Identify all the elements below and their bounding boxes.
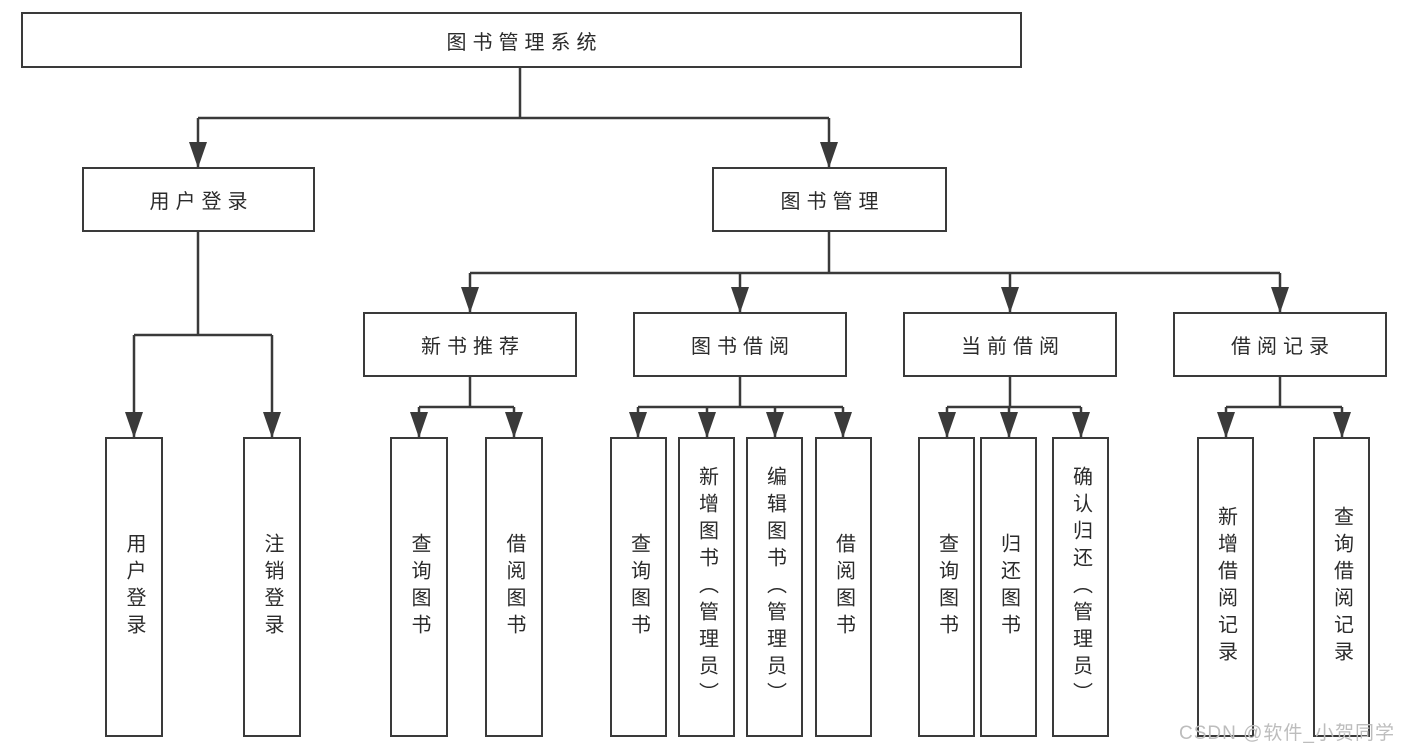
arrowhead-icon: [731, 287, 749, 313]
arrowhead-icon: [834, 412, 852, 438]
connector-borrowing-to-children: [636, 377, 845, 438]
arrowhead-icon: [505, 412, 523, 438]
leaf-user-login: 用户登录: [105, 437, 163, 737]
node-current-borrowing: 当前借阅: [903, 312, 1117, 377]
connector-newbooks-to-children: [417, 377, 516, 438]
leaf-add-borrow-record: 新增借阅记录: [1197, 437, 1254, 737]
arrowhead-icon: [1072, 412, 1090, 438]
connector-userlogin-to-children: [132, 232, 274, 438]
node-root: 图书管理系统: [21, 12, 1022, 68]
arrowhead-icon: [461, 287, 479, 313]
leaf-add-books-admin: 新增图书（管理员）: [678, 437, 735, 737]
leaf-return-books: 归还图书: [980, 437, 1037, 737]
leaf-query-borrow-record: 查询借阅记录: [1313, 437, 1370, 737]
leaf-borrow-books-1: 借阅图书: [485, 437, 543, 737]
connector-current-to-children: [945, 377, 1083, 438]
arrowhead-icon: [1000, 412, 1018, 438]
arrowhead-icon: [410, 412, 428, 438]
node-book-management: 图书管理: [712, 167, 947, 232]
arrowhead-icon: [125, 412, 143, 438]
arrowhead-icon: [1001, 287, 1019, 313]
leaf-query-books-3: 查询图书: [918, 437, 975, 737]
leaf-query-books-2: 查询图书: [610, 437, 667, 737]
leaf-edit-books-admin: 编辑图书（管理员）: [746, 437, 803, 737]
arrowhead-icon: [629, 412, 647, 438]
node-borrowing-records: 借阅记录: [1173, 312, 1387, 377]
arrowhead-icon: [938, 412, 956, 438]
node-user-login: 用户登录: [82, 167, 315, 232]
leaf-query-books-1: 查询图书: [390, 437, 448, 737]
arrowhead-icon: [1271, 287, 1289, 313]
node-new-book-recommend: 新书推荐: [363, 312, 577, 377]
arrowhead-icon: [766, 412, 784, 438]
arrowhead-icon: [189, 142, 207, 168]
leaf-confirm-return-admin: 确认归还（管理员）: [1052, 437, 1109, 737]
arrowhead-icon: [263, 412, 281, 438]
connector-root-to-level2: [196, 68, 831, 168]
node-book-borrowing: 图书借阅: [633, 312, 847, 377]
connector-bookmgmt-to-level3: [468, 232, 1282, 313]
connector-records-to-children: [1224, 377, 1344, 438]
arrowhead-icon: [698, 412, 716, 438]
leaf-logout: 注销登录: [243, 437, 301, 737]
arrowhead-icon: [1333, 412, 1351, 438]
arrowhead-icon: [820, 142, 838, 168]
arrowhead-icon: [1217, 412, 1235, 438]
csdn-watermark: CSDN @软件_小贺同学: [1179, 723, 1395, 744]
leaf-borrow-books-2: 借阅图书: [815, 437, 872, 737]
